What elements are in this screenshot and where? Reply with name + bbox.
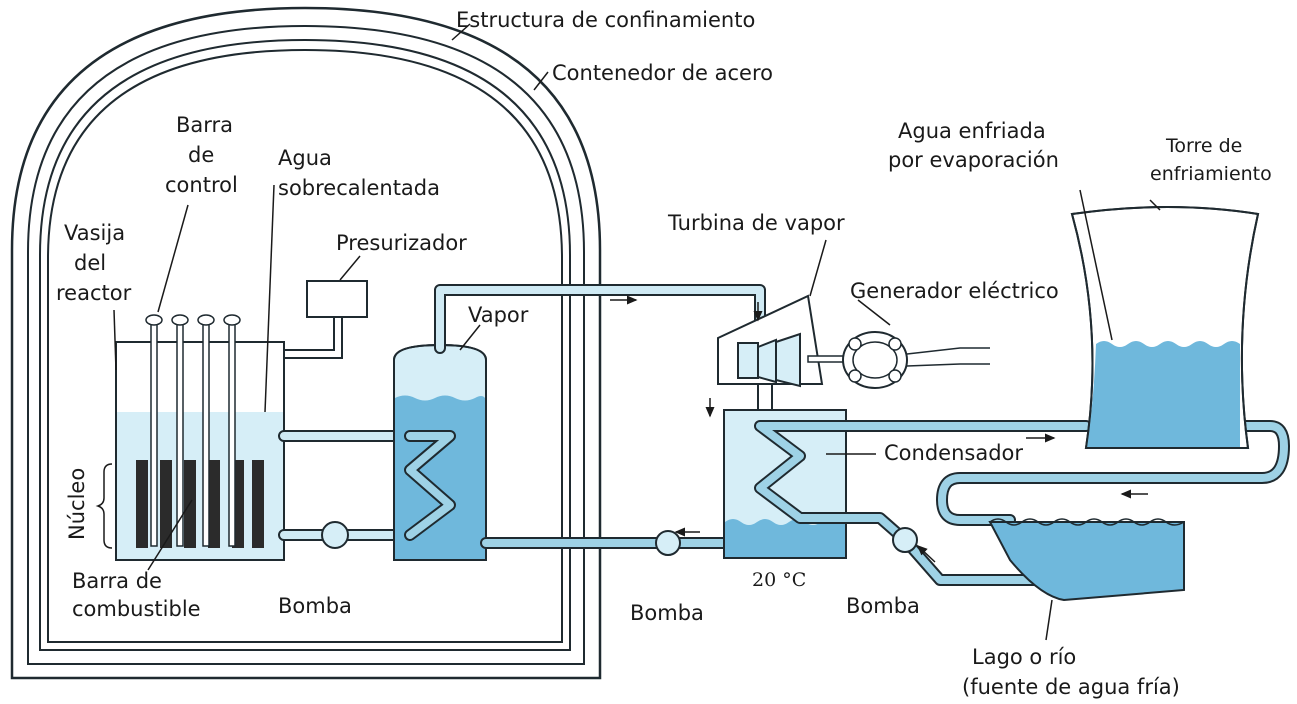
label-lake-line2: (fuente de agua fría) xyxy=(962,675,1180,699)
flow-arrows xyxy=(610,295,1148,563)
label-reactor-vessel-line1: Vasija xyxy=(64,221,125,245)
label-condenser: Condensador xyxy=(884,441,1023,465)
condenser xyxy=(723,409,847,559)
label-control-rod-line3: control xyxy=(165,173,238,197)
label-pump-primary: Bomba xyxy=(278,594,352,618)
label-steam: Vapor xyxy=(468,303,529,327)
label-fuel-rod-line1: Barra de xyxy=(72,569,162,593)
label-temperature: 20 °C xyxy=(752,569,806,591)
cooling-loop xyxy=(754,420,1290,586)
control-rods xyxy=(145,314,241,547)
label-pump-cooling: Bomba xyxy=(846,594,920,618)
label-cooling-tower-line1: Torre de xyxy=(1165,135,1242,157)
leader-lines xyxy=(113,23,1161,641)
pressurizer xyxy=(284,280,368,359)
label-reactor-vessel-line3: reactor xyxy=(56,281,132,305)
pump-condensate xyxy=(655,530,681,556)
pump-primary xyxy=(321,521,349,549)
pump-cooling xyxy=(892,527,918,553)
label-core: Núcleo xyxy=(65,468,89,540)
electric-generator xyxy=(807,331,990,389)
fuel-rods xyxy=(136,460,264,548)
lake-or-river xyxy=(988,518,1185,602)
label-superheated-water-line2: sobrecalentada xyxy=(278,176,440,200)
label-pump-condensate: Bomba xyxy=(630,601,704,625)
label-control-rod-line2: de xyxy=(188,143,214,167)
label-steel-container: Contenedor de acero xyxy=(552,61,773,85)
cooling-tower xyxy=(1070,206,1260,449)
label-control-rod-line1: Barra xyxy=(176,113,233,137)
steam-generator xyxy=(393,343,487,561)
steam-turbine xyxy=(717,294,824,411)
steam-line xyxy=(434,284,766,354)
label-superheated-water-line1: Agua xyxy=(278,146,332,170)
label-evaporation-water-line1: Agua enfriada xyxy=(898,119,1046,143)
label-electric-generator: Generador eléctrico xyxy=(850,279,1059,303)
label-pressurizer: Presurizador xyxy=(336,231,467,255)
label-evaporation-water-line2: por evaporación xyxy=(888,148,1059,172)
label-fuel-rod-line2: combustible xyxy=(72,597,201,621)
label-lake-line1: Lago o río xyxy=(972,645,1076,669)
label-reactor-vessel-line2: del xyxy=(74,251,106,275)
label-cooling-tower-line2: enfriamiento xyxy=(1150,163,1272,185)
core-brace xyxy=(95,463,113,549)
label-steam-turbine: Turbina de vapor xyxy=(667,211,845,235)
label-confinement-structure: Estructura de confinamiento xyxy=(456,8,755,32)
